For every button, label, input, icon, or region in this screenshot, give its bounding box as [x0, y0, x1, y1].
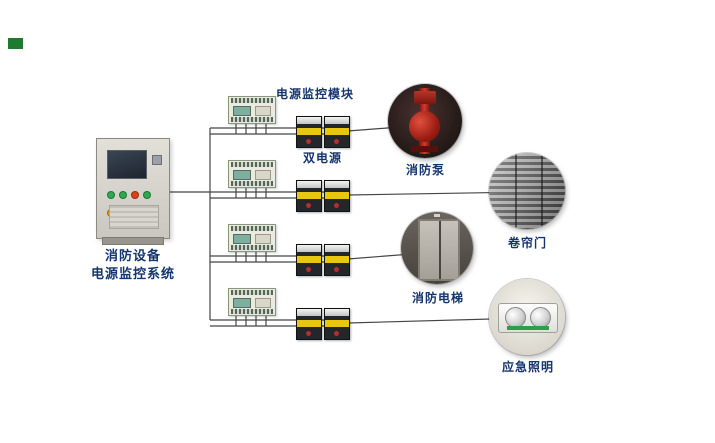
ats-cap: [325, 245, 349, 252]
power-monitor-module-1: [228, 96, 276, 124]
cabinet-label-line2: 电源监控系统: [90, 266, 175, 281]
ats-cap: [325, 117, 349, 124]
module-panel: [255, 170, 271, 180]
ats-indicator: [334, 267, 339, 272]
cabinet-buttons: [107, 186, 161, 217]
elevator-door-split: [439, 221, 441, 279]
pump-base: [411, 146, 438, 152]
ats-cap: [325, 181, 349, 188]
pump-motor: [414, 91, 436, 104]
ats-cap: [325, 309, 349, 316]
shutter-seam: [515, 153, 517, 229]
ats-indicator: [306, 331, 311, 336]
brand-mark: [8, 38, 23, 49]
module-terminal-strip: [231, 181, 273, 186]
emergency-light-photo: [489, 279, 565, 355]
monitoring-cabinet: [96, 138, 170, 239]
button-green: [119, 191, 127, 199]
module-display: [233, 106, 251, 116]
ats-indicator: [306, 203, 311, 208]
cabinet-base: [102, 237, 164, 245]
module-terminal-strip: [231, 309, 273, 314]
ats-indicator: [334, 203, 339, 208]
module-display: [233, 234, 251, 244]
module-terminal-strip: [231, 117, 273, 122]
shutter-door-photo: [489, 153, 565, 229]
ats-switch: [296, 244, 322, 276]
button-green: [143, 191, 151, 199]
ats-indicator: [306, 267, 311, 272]
shutter-slats: [489, 153, 565, 229]
emergency-label-strip: [507, 326, 549, 330]
ats-label-band: [325, 128, 349, 135]
ats-label-band: [297, 320, 321, 327]
module-terminal-strip: [231, 290, 273, 295]
elevator-indicator: [434, 214, 440, 217]
ats-cap: [297, 309, 321, 316]
elevator-door: [418, 219, 460, 281]
ats-switch: [296, 116, 322, 148]
module-panel: [255, 234, 271, 244]
ats-label-band: [297, 192, 321, 199]
module-terminal-strip: [231, 245, 273, 250]
ats-switch: [324, 308, 350, 340]
fire-pump-label: 消防泵: [406, 163, 446, 177]
ats-indicator: [306, 139, 311, 144]
pump-volute: [409, 111, 440, 142]
module-terminal-strip: [231, 226, 273, 231]
ats-label-band: [325, 192, 349, 199]
ats-switch: [296, 180, 322, 212]
ats-label-band: [297, 256, 321, 263]
ats-switch: [296, 308, 322, 340]
ats-switch: [324, 180, 350, 212]
module-display: [233, 170, 251, 180]
shutter-seam: [541, 153, 543, 229]
ats-label-band: [325, 256, 349, 263]
power-monitor-module-2: [228, 160, 276, 188]
ats-cap: [297, 245, 321, 252]
cabinet-indicator: [152, 155, 162, 165]
ats-label-band: [325, 320, 349, 327]
ats-label-band: [297, 128, 321, 135]
cabinet-label: 消防设备 电源监控系统: [78, 247, 188, 283]
button-green: [107, 191, 115, 199]
emergency-light-body: [498, 303, 558, 333]
fire-pump-photo: [388, 84, 462, 158]
emergency-lamp-right: [530, 307, 551, 328]
ats-cap: [297, 117, 321, 124]
cabinet-screen: [107, 150, 147, 179]
cabinet-label-line1: 消防设备: [104, 248, 161, 263]
emergency-lighting-label: 应急照明: [502, 360, 555, 374]
power-monitor-module-4: [228, 288, 276, 316]
fire-elevator-label: 消防电梯: [412, 291, 465, 305]
module-panel: [255, 298, 271, 308]
dual-power-label: 双电源: [303, 151, 343, 165]
module-panel: [255, 106, 271, 116]
ats-switch: [324, 116, 350, 148]
power-monitor-module-3: [228, 224, 276, 252]
module-display: [233, 298, 251, 308]
module-terminal-strip: [231, 98, 273, 103]
module-label: 电源监控模块: [276, 87, 355, 101]
ats-indicator: [334, 331, 339, 336]
ats-indicator: [334, 139, 339, 144]
ats-cap: [297, 181, 321, 188]
fire-elevator-photo: [401, 212, 473, 284]
ats-switch: [324, 244, 350, 276]
cabinet-vent: [109, 205, 159, 229]
shutter-door-label: 卷帘门: [508, 236, 548, 250]
emergency-lamp-left: [505, 307, 526, 328]
button-red: [131, 191, 139, 199]
module-terminal-strip: [231, 162, 273, 167]
